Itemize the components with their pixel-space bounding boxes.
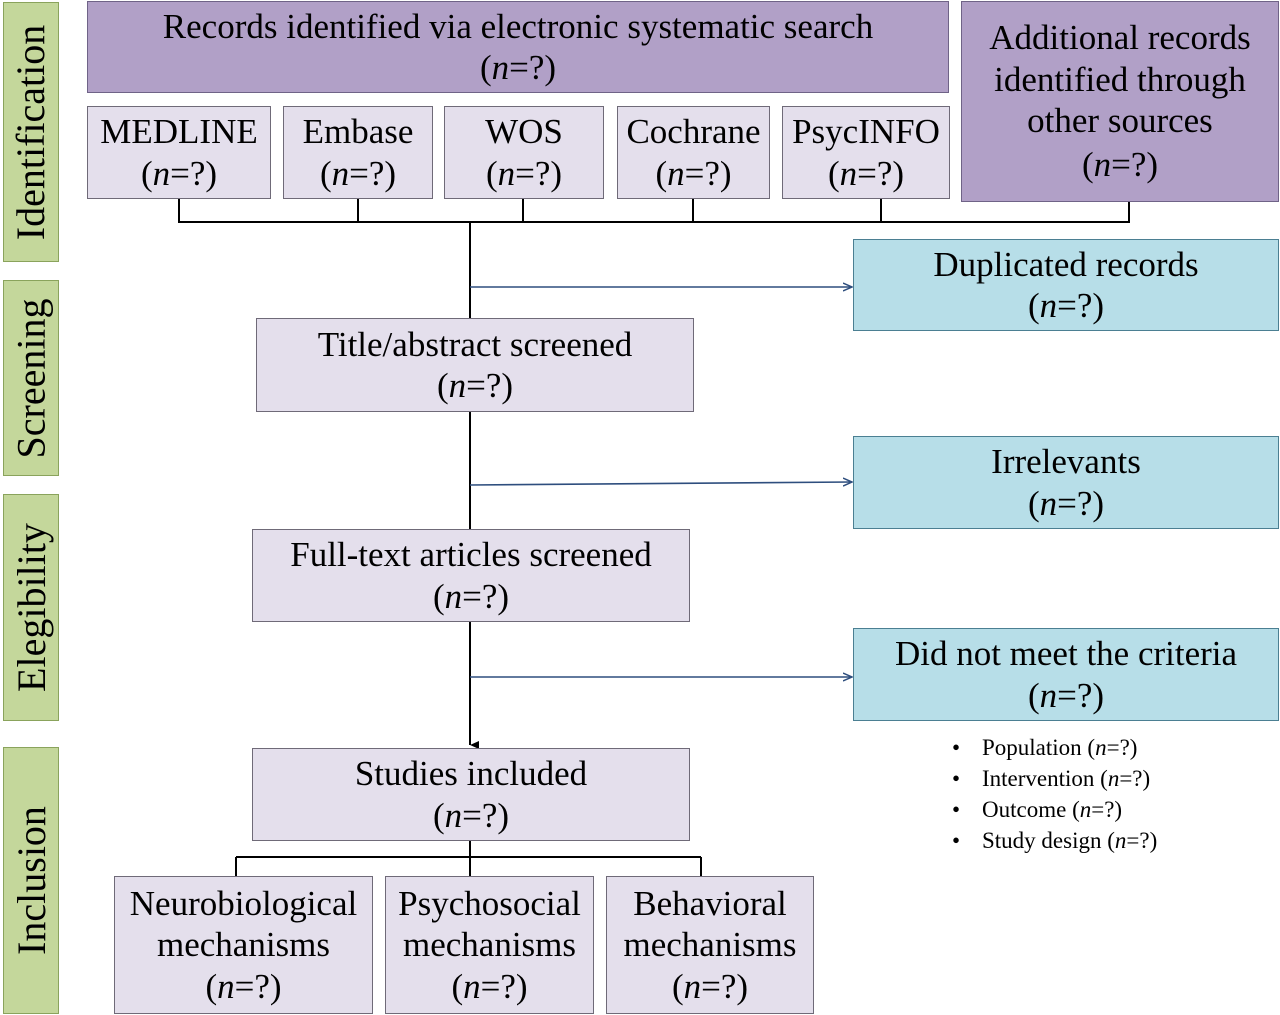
database-psycinfo-count: (n=?) xyxy=(827,153,905,193)
duplicated-records-count: (n=?) xyxy=(1027,286,1105,325)
database-medline-count: (n=?) xyxy=(140,153,218,193)
psychosocial-label-2: mechanisms xyxy=(402,925,577,965)
behavioral-label-1: Behavioral xyxy=(633,884,787,924)
criteria-item: Population (n=?) xyxy=(952,732,1157,763)
title-abstract-count: (n=?) xyxy=(436,366,514,405)
behavioral-label-2: mechanisms xyxy=(623,925,797,965)
additional-records-line-3: other sources xyxy=(1027,101,1213,140)
neurobiological-label-2: mechanisms xyxy=(156,925,331,965)
criteria-item-count: (n=?) xyxy=(1100,766,1151,791)
database-wos-count: (n=?) xyxy=(485,153,563,193)
records-search-label: Records identified via electronic system… xyxy=(162,6,874,46)
title-abstract-label: Title/abstract screened xyxy=(317,324,633,364)
database-psycinfo-label: PsycINFO xyxy=(792,112,940,152)
arrow-to-irrelevants xyxy=(469,482,852,485)
mechanisms-split-bracket xyxy=(235,841,702,876)
criteria-item-label: Study design xyxy=(982,828,1102,853)
database-embase-label: Embase xyxy=(302,112,414,152)
phase-screening: Screening xyxy=(3,280,59,476)
database-medline-label: MEDLINE xyxy=(100,112,258,152)
additional-records-count: (n=?) xyxy=(1081,145,1159,185)
studies-included-label: Studies included xyxy=(354,754,588,794)
irrelevants-count: (n=?) xyxy=(1027,483,1105,523)
full-text-count: (n=?) xyxy=(432,576,510,616)
neurobiological-count: (n=?) xyxy=(205,966,282,1006)
criteria-item-label: Outcome xyxy=(982,797,1067,822)
database-cochrane-label: Cochrane xyxy=(626,112,761,152)
duplicated-records-box: Duplicated records (n=?) xyxy=(853,239,1279,331)
phase-inclusion-label: Inclusion xyxy=(8,806,54,955)
title-abstract-box: Title/abstract screened (n=?) xyxy=(256,318,694,412)
criteria-item-count: (n=?) xyxy=(1087,735,1138,760)
database-embase-box: Embase (n=?) xyxy=(283,106,433,199)
did-not-meet-label: Did not meet the criteria xyxy=(894,634,1238,674)
database-cochrane-box: Cochrane (n=?) xyxy=(617,106,770,199)
psychosocial-box: Psychosocial mechanisms (n=?) xyxy=(385,876,594,1014)
behavioral-box: Behavioral mechanisms (n=?) xyxy=(606,876,814,1014)
phase-eligibility-label: Elegibility xyxy=(8,523,54,692)
criteria-item-label: Population xyxy=(982,735,1082,760)
criteria-item: Study design (n=?) xyxy=(952,825,1157,856)
criteria-list: Population (n=?) Intervention (n=?) Outc… xyxy=(952,732,1157,856)
studies-included-box: Studies included (n=?) xyxy=(252,748,690,841)
additional-records-line-2: identified through xyxy=(994,59,1246,99)
database-merge-bracket xyxy=(178,199,1130,223)
records-search-box: Records identified via electronic system… xyxy=(87,1,949,93)
database-cochrane-count: (n=?) xyxy=(655,153,732,193)
database-psycinfo-box: PsycINFO (n=?) xyxy=(782,106,950,199)
neurobiological-label-1: Neurobiological xyxy=(129,884,358,924)
phase-identification: Identification xyxy=(3,2,59,262)
criteria-item: Intervention (n=?) xyxy=(952,763,1157,794)
psychosocial-label-1: Psychosocial xyxy=(398,884,581,924)
phase-screening-label: Screening xyxy=(8,298,54,458)
phase-identification-label: Identification xyxy=(8,24,54,240)
did-not-meet-box: Did not meet the criteria (n=?) xyxy=(853,628,1279,721)
records-search-count: (n=?) xyxy=(479,48,557,87)
irrelevants-label: Irrelevants xyxy=(991,442,1141,482)
psychosocial-count: (n=?) xyxy=(451,966,528,1006)
database-embase-count: (n=?) xyxy=(319,153,397,193)
criteria-item-count: (n=?) xyxy=(1107,828,1158,853)
full-text-box: Full-text articles screened (n=?) xyxy=(252,529,690,622)
criteria-item-label: Intervention xyxy=(982,766,1095,791)
behavioral-count: (n=?) xyxy=(671,966,749,1006)
neurobiological-box: Neurobiological mechanisms (n=?) xyxy=(114,876,373,1014)
database-medline-box: MEDLINE (n=?) xyxy=(87,106,271,199)
database-wos-label: WOS xyxy=(485,112,563,152)
full-text-label: Full-text articles screened xyxy=(290,535,652,575)
criteria-item-count: (n=?) xyxy=(1072,797,1123,822)
database-wos-box: WOS (n=?) xyxy=(444,106,604,199)
criteria-item: Outcome (n=?) xyxy=(952,794,1157,825)
additional-records-line-1: Additional records xyxy=(989,18,1251,58)
did-not-meet-count: (n=?) xyxy=(1027,675,1105,715)
duplicated-records-label: Duplicated records xyxy=(933,244,1199,284)
phase-eligibility: Elegibility xyxy=(3,494,59,721)
irrelevants-box: Irrelevants (n=?) xyxy=(853,436,1279,529)
studies-included-count: (n=?) xyxy=(432,795,510,835)
additional-records-box: Additional records identified through ot… xyxy=(961,1,1279,202)
phase-inclusion: Inclusion xyxy=(3,747,59,1014)
